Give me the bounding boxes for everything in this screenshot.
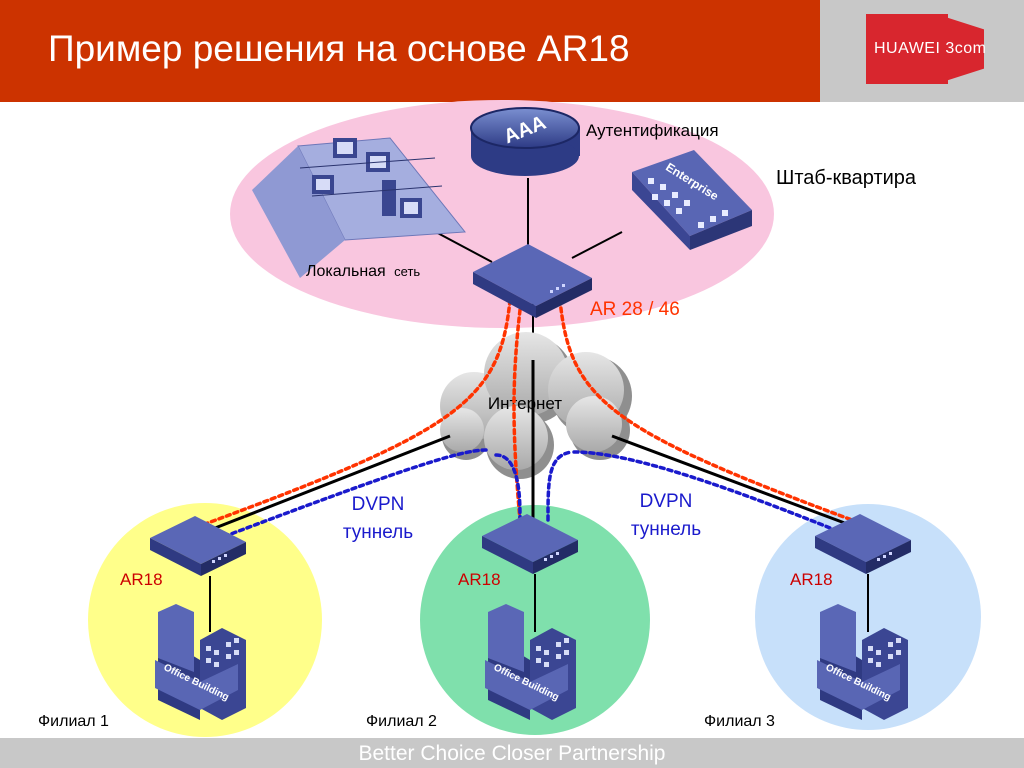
wan-links <box>209 360 859 532</box>
blue-dvpn-tunnels <box>213 448 852 542</box>
hq-router-label: AR 28 / 46 <box>590 299 680 320</box>
aaa-server-icon: AAA <box>470 107 580 176</box>
tunnel2-label-line1: DVPN <box>640 491 693 512</box>
lan-label-small: сеть <box>394 264 420 279</box>
logo-red-block <box>866 14 948 84</box>
branch3-office-building-icon: Office Building <box>817 604 908 720</box>
title-bar: Пример решения на основе AR18 <box>0 0 820 102</box>
footer-slogan: Better Choice Closer Partnership <box>358 742 666 765</box>
internet-label: Интернет <box>488 394 562 413</box>
logo-text: HUAWEI 3com <box>874 40 987 57</box>
hq-label: Штаб-квартира <box>776 167 917 189</box>
branch3-label: Филиал 3 <box>704 713 775 730</box>
branch3-router-label: AR18 <box>790 570 833 589</box>
branch2-router-icon <box>482 514 578 574</box>
lan-computers-icon <box>252 137 466 278</box>
branch2-label: Филиал 2 <box>366 713 437 730</box>
footer-bar: Better Choice Closer Partnership <box>0 738 1024 768</box>
branch1-router-label: AR18 <box>120 570 163 589</box>
tunnel1-label-line2: туннель <box>343 522 413 543</box>
branch-links <box>209 574 869 632</box>
lan-label-main: Локальная <box>306 263 386 280</box>
slide-title: Пример решения на основе AR18 <box>48 28 630 69</box>
lan-label: Локальная сеть <box>306 263 420 280</box>
enterprise-building-icon: Enterprise <box>632 150 752 250</box>
tunnel1-label-line1: DVPN <box>352 494 405 515</box>
tunnel2-label-line2: туннель <box>631 519 701 540</box>
branch1-office-building-icon: Office Building <box>155 604 246 720</box>
branch1-zone <box>88 503 322 737</box>
brand-logo: HUAWEI 3com <box>866 14 987 84</box>
branch2-router-label: AR18 <box>458 570 501 589</box>
branch1-label: Филиал 1 <box>38 713 109 730</box>
auth-label: Аутентификация <box>586 121 719 140</box>
branch2-office-building-icon: Office Building <box>485 604 576 720</box>
logo-panel: HUAWEI 3com <box>820 0 1024 102</box>
hq-router-icon <box>473 244 592 318</box>
branch1-router-icon <box>150 516 246 576</box>
branch3-router-icon <box>815 514 911 574</box>
